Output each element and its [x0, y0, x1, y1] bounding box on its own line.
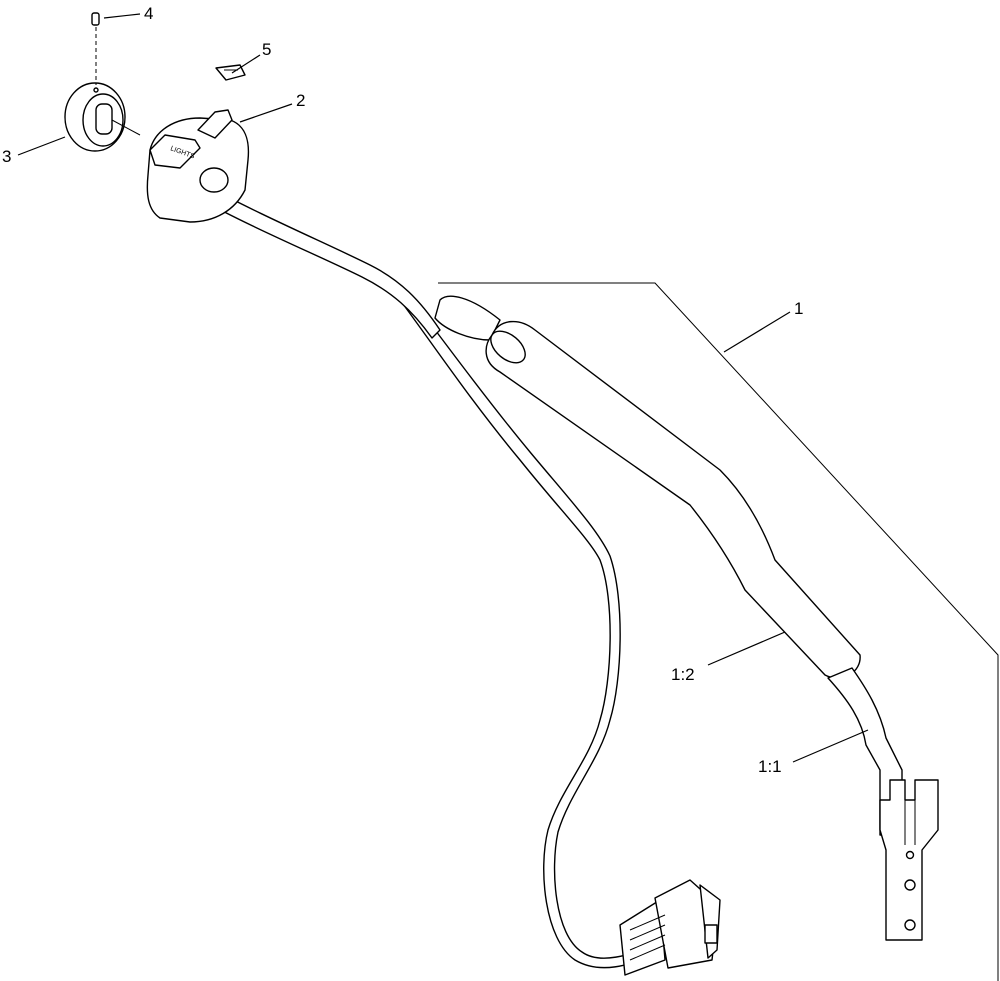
callout-labels: 4 5 2 3 1 1:2 1:1 — [2, 4, 803, 776]
callout-3: 3 — [2, 147, 11, 166]
callout-1-2: 1:2 — [671, 665, 695, 684]
light-switch: LIGHTS — [146, 109, 250, 223]
callout-1-1: 1:1 — [758, 757, 782, 776]
callout-5: 5 — [262, 40, 271, 59]
collar-ring — [64, 82, 141, 152]
harness-connector — [619, 879, 721, 976]
set-screw — [91, 12, 100, 93]
fork-bracket — [879, 779, 939, 941]
switch-cable — [197, 184, 441, 339]
callout-2: 2 — [296, 91, 305, 110]
leader-lines — [17, 13, 869, 763]
callout-1: 1 — [794, 299, 803, 318]
sleeve-tube-1-2 — [434, 295, 861, 679]
callout-4: 4 — [144, 4, 153, 23]
assembly-bracket-line — [438, 282, 999, 981]
